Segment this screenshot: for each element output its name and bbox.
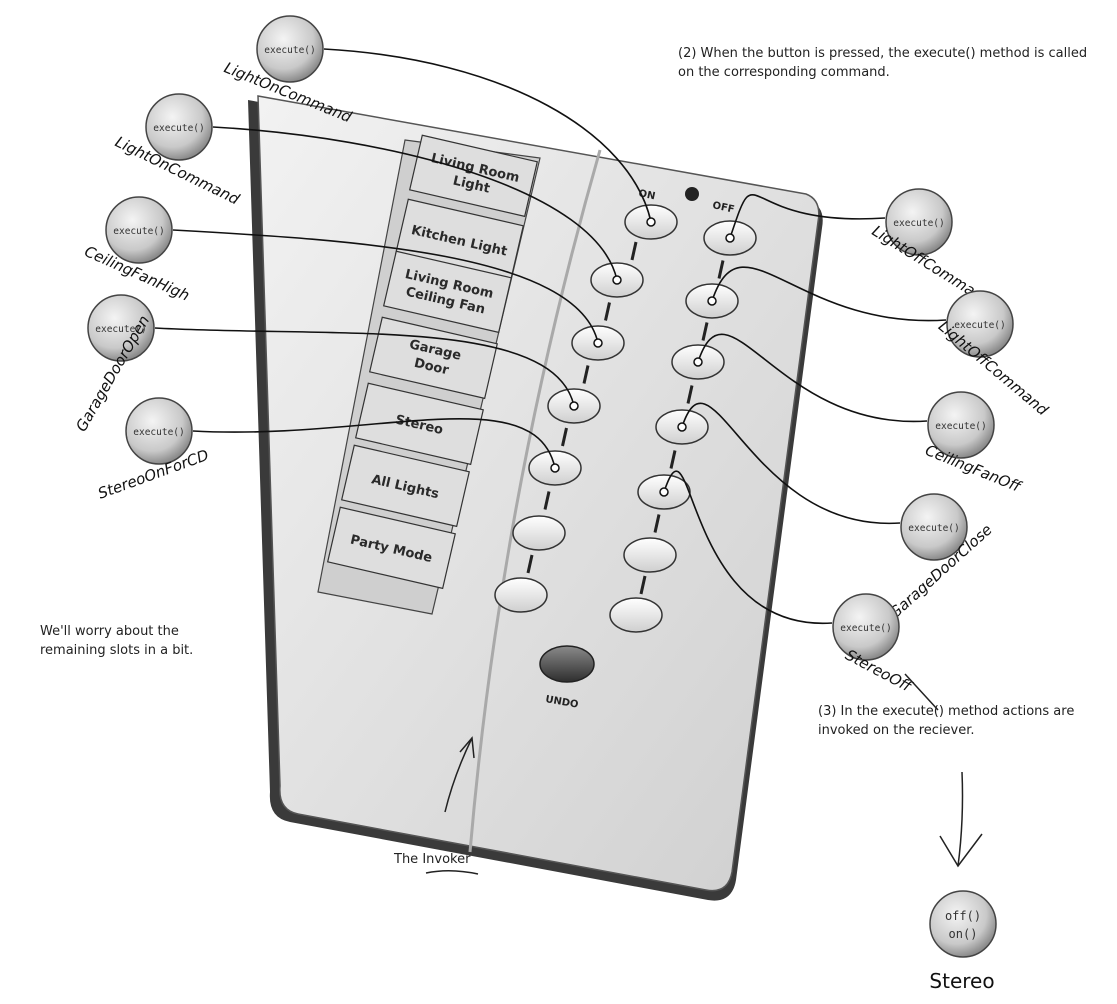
on-connector-5 xyxy=(192,418,556,469)
slot-frame xyxy=(326,506,456,590)
on-column-dash xyxy=(526,554,534,574)
command-ball xyxy=(145,93,213,161)
on-command-2: execute()LightOnCommand xyxy=(112,93,243,209)
connector-end xyxy=(569,401,579,411)
connector-end xyxy=(550,463,560,473)
off-column-dash xyxy=(717,260,725,279)
command-connectors xyxy=(154,48,947,624)
command-method: execute() xyxy=(95,324,146,335)
receiver-method-on: on() xyxy=(949,927,978,941)
on-column-dash xyxy=(543,491,551,510)
command-ball xyxy=(125,397,193,465)
off-command-4: execute()GarageDoorClose xyxy=(886,493,996,622)
command-ball xyxy=(900,493,968,561)
command-method: execute() xyxy=(153,123,204,134)
command-method: execute() xyxy=(264,45,315,56)
connector-end xyxy=(725,233,735,243)
on-connector-1 xyxy=(323,48,652,223)
command-method: execute() xyxy=(113,226,164,237)
on-column-dash xyxy=(630,241,638,261)
receiver-method-off: off() xyxy=(945,909,981,923)
off-button-6[interactable] xyxy=(623,537,677,573)
invoker-arrow xyxy=(425,736,479,875)
command-method: execute() xyxy=(893,218,944,229)
undo-button[interactable] xyxy=(539,645,595,683)
arrow-to-receiver xyxy=(957,771,964,867)
connector-end xyxy=(707,296,717,306)
on-command-3: execute()CeilingFanHigh xyxy=(82,196,192,305)
connector-end xyxy=(677,422,687,432)
on-button-7[interactable] xyxy=(494,577,548,613)
off-connector-5 xyxy=(663,470,833,624)
off-connector-4 xyxy=(681,402,901,524)
command-method: execute() xyxy=(935,421,986,432)
command-ball xyxy=(256,15,324,83)
connector-end xyxy=(659,487,669,497)
on-connector-3 xyxy=(172,229,599,344)
command-method: execute() xyxy=(954,320,1005,331)
command-method: execute() xyxy=(908,523,959,534)
command-ball xyxy=(946,290,1014,358)
arrow-tail xyxy=(904,673,939,711)
on-column-dash xyxy=(604,302,611,321)
off-column-dash xyxy=(639,575,647,595)
command-ball xyxy=(832,593,900,661)
command-method: execute() xyxy=(840,623,891,634)
receiver-name: Stereo xyxy=(929,969,994,993)
note-remaining: We'll worry about the remaining slots in… xyxy=(40,624,194,658)
on-label: ON xyxy=(637,188,656,202)
off-label: OFF xyxy=(711,200,735,215)
slot-frame xyxy=(382,250,512,334)
command-method: execute() xyxy=(133,427,184,438)
invoker-word: Invoker xyxy=(422,852,471,867)
off-button-7[interactable] xyxy=(609,597,663,633)
connector-end xyxy=(693,357,703,367)
slot-5: Stereo xyxy=(354,382,484,466)
note-step2: (2) When the button is pressed, the exec… xyxy=(678,46,1088,80)
on-column-dash xyxy=(582,365,590,384)
invoker-underline xyxy=(425,870,479,875)
on-connector-2 xyxy=(212,126,618,281)
invoker-prefix: The xyxy=(394,852,423,867)
on-column-dash xyxy=(561,427,568,447)
off-connector-1 xyxy=(729,193,886,239)
on-connector-4 xyxy=(154,327,575,407)
off-column-dash xyxy=(701,322,709,341)
slot-4: GarageDoor xyxy=(368,316,498,400)
stereo-receiver-ball xyxy=(929,890,997,958)
indicator-light xyxy=(685,187,699,201)
connector-end xyxy=(593,338,603,348)
remote-seam xyxy=(468,149,602,853)
off-column-dash xyxy=(686,385,694,404)
invoker-label: The Invoker xyxy=(394,850,470,869)
slot-frame xyxy=(408,134,538,218)
command-ball xyxy=(927,391,995,459)
arrow-head xyxy=(939,833,983,868)
command-ball xyxy=(885,188,953,256)
on-button-6[interactable] xyxy=(512,515,566,551)
off-column-dash xyxy=(669,450,677,469)
off-connector-3 xyxy=(697,333,928,423)
on-command-5: execute()StereoOnForCD xyxy=(95,397,211,503)
slot-frame xyxy=(340,444,470,528)
connector-end xyxy=(612,275,622,285)
off-command-3: execute()CeilingFanOff xyxy=(923,391,1025,496)
command-ball xyxy=(105,196,173,264)
slot-frame xyxy=(368,316,498,400)
slot-6: All Lights xyxy=(340,444,470,528)
off-connector-2 xyxy=(711,266,947,322)
connector-end xyxy=(646,217,656,227)
off-column-dash xyxy=(653,514,661,533)
command-ball xyxy=(87,294,155,362)
slot-frame xyxy=(354,382,484,466)
receiver-stereo: off() on() Stereo xyxy=(904,673,997,993)
slot-7: Party Mode xyxy=(326,506,456,590)
note-step3: (3) In the execute() method actions are … xyxy=(818,704,1075,738)
